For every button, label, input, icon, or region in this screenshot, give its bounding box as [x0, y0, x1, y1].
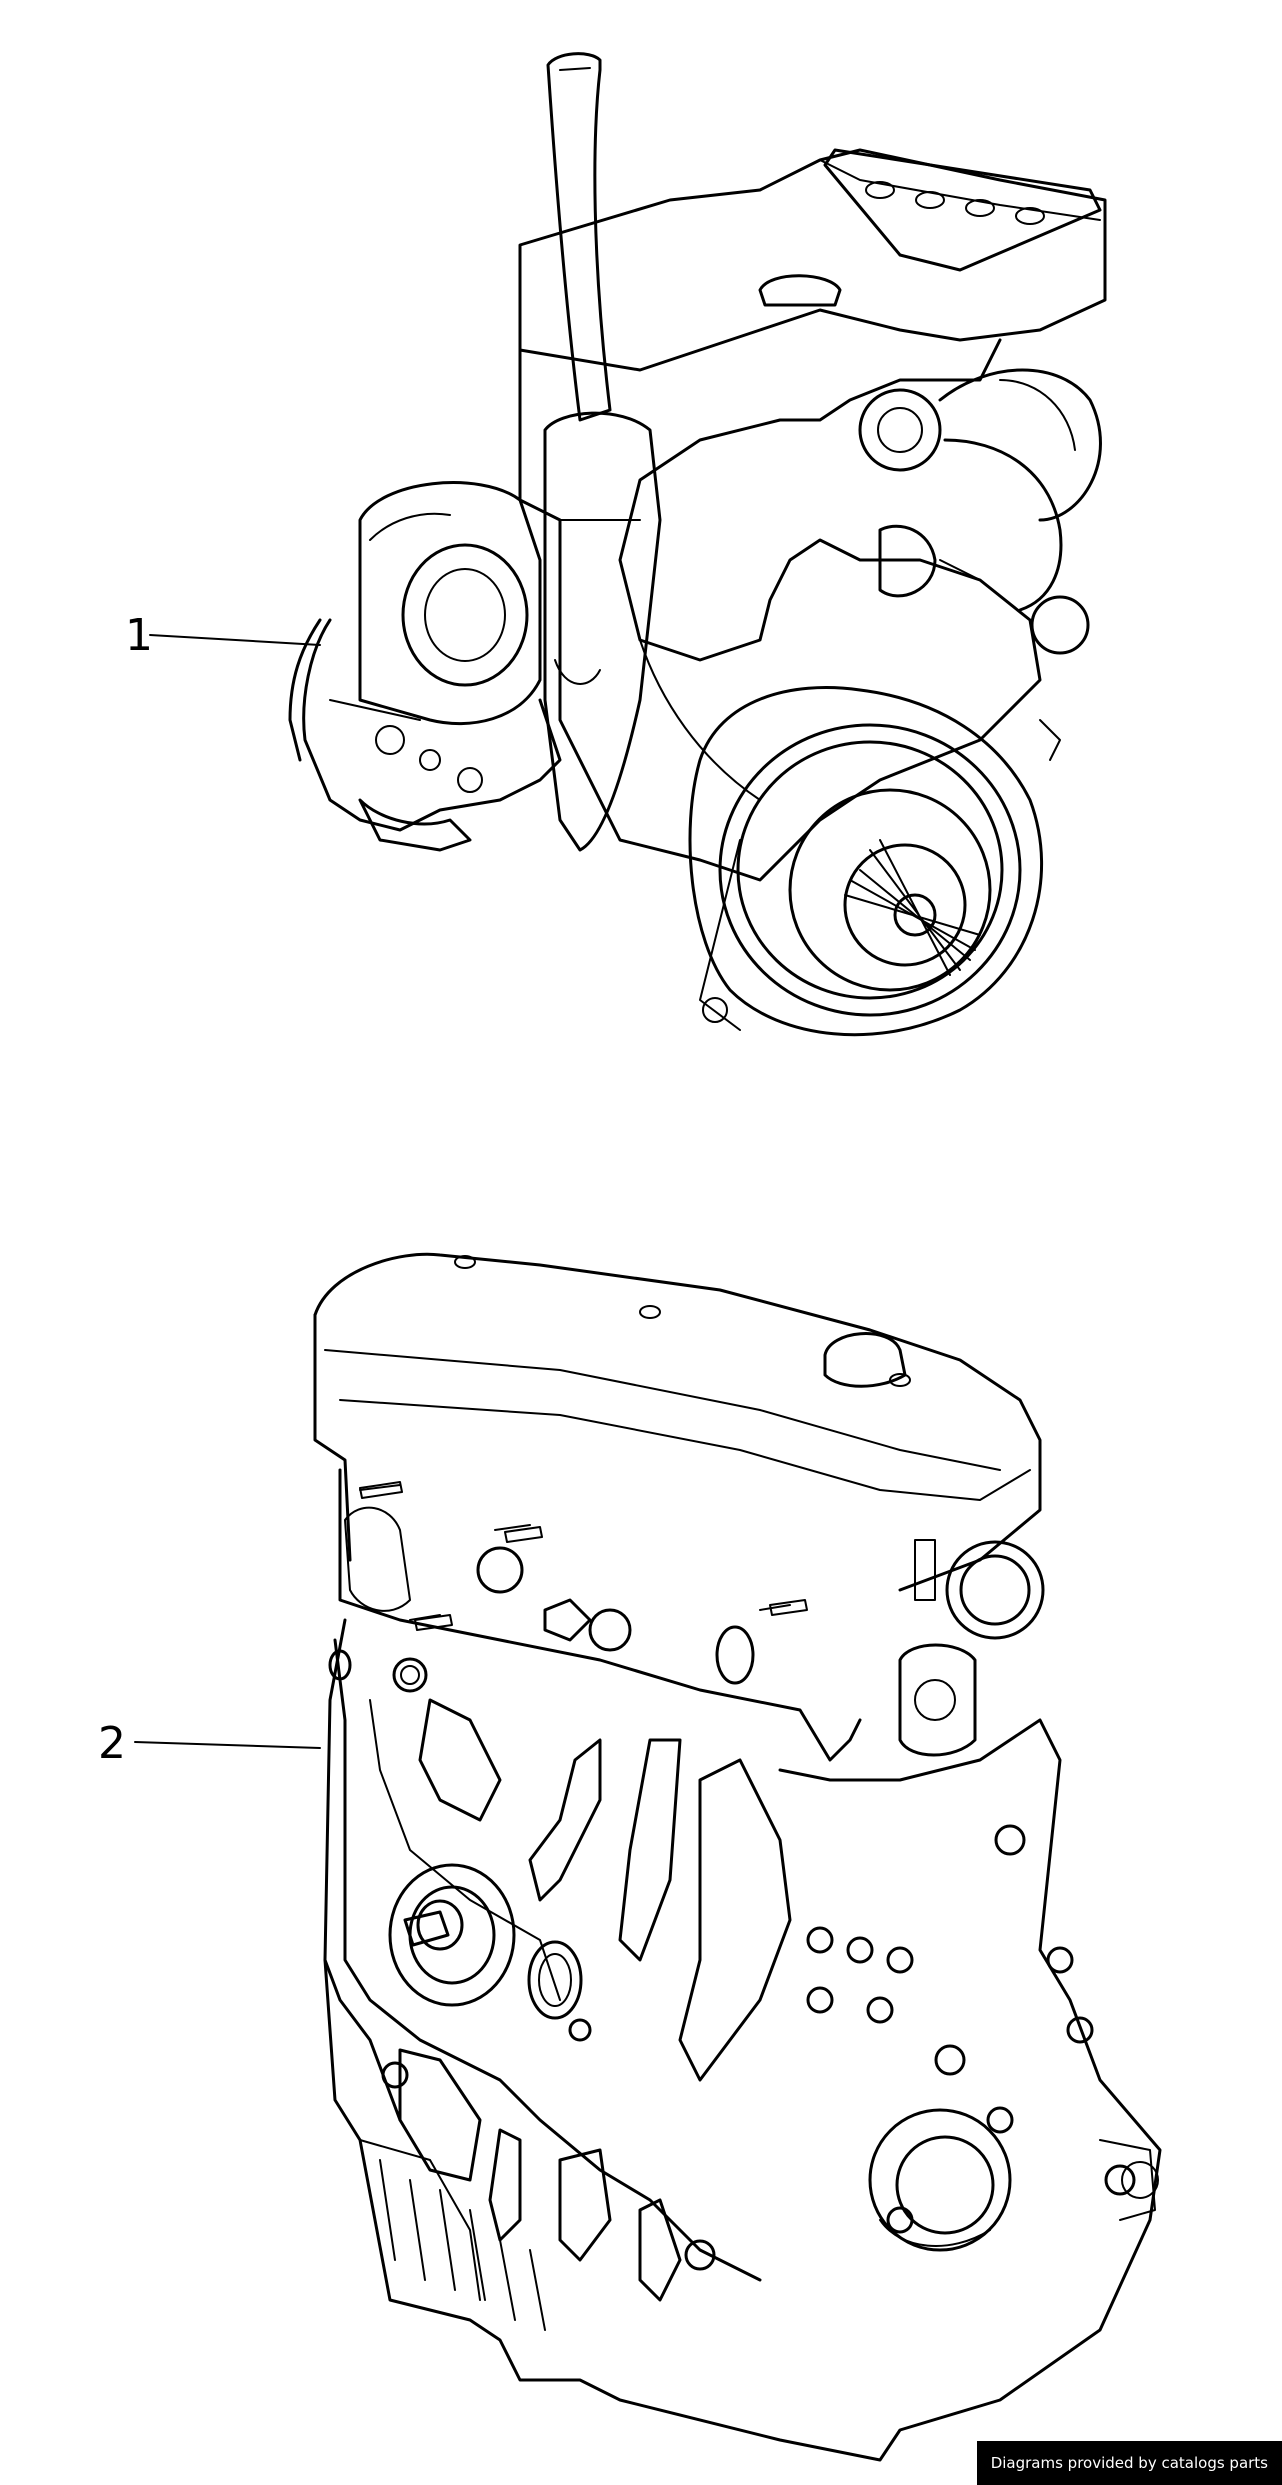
callout-1-label: 1	[125, 610, 153, 661]
watermark-banner: Diagrams provided by catalogs parts	[976, 2441, 1282, 2485]
engine-assembly-drawing[interactable]	[288, 52, 1107, 1037]
short-block-drawing[interactable]	[313, 1252, 1162, 2462]
callout-1[interactable]: 1	[125, 610, 321, 661]
callout-2-label: 2	[98, 1718, 126, 1769]
callout-2[interactable]: 2	[98, 1718, 321, 1769]
